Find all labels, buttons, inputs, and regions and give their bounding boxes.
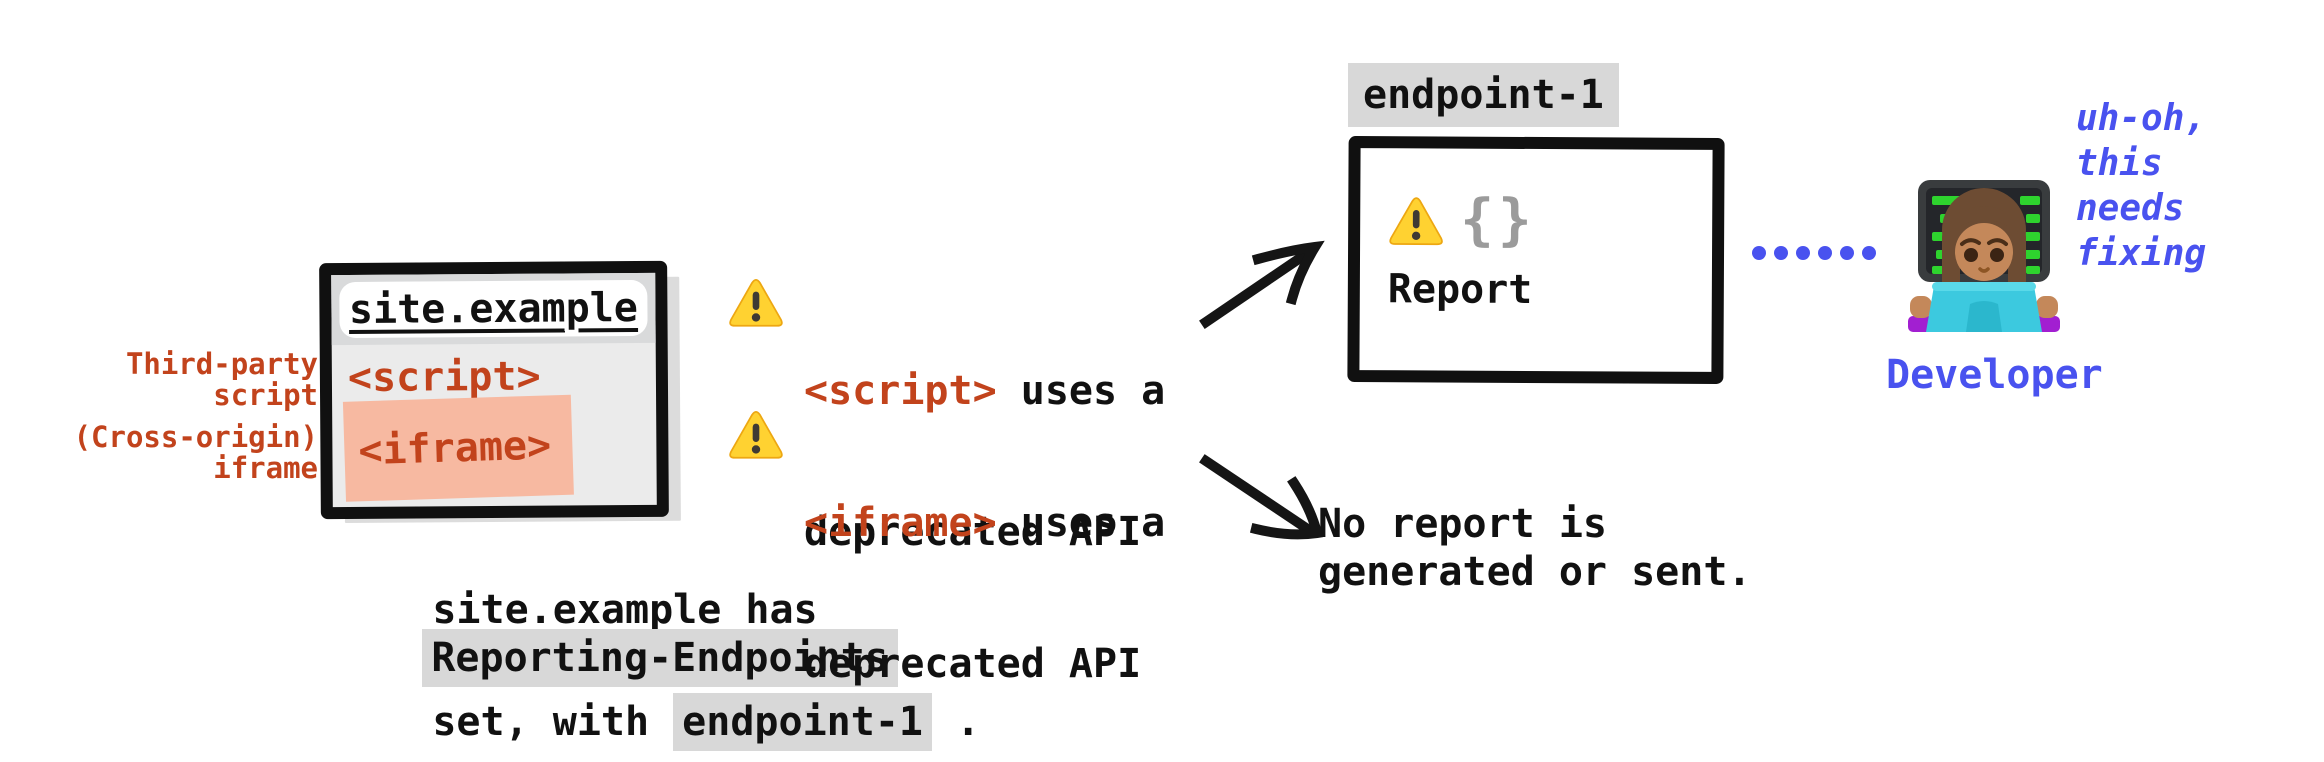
caption-line-2: Reporting-Endpoints <box>326 589 898 727</box>
warning-script-line2: deprecated API <box>804 509 1142 555</box>
warning-icon <box>1388 194 1444 248</box>
caption-has: has <box>721 587 818 633</box>
report-icons: {} <box>1388 187 1536 253</box>
third-party-script-label: Third-party script <box>38 349 318 411</box>
endpoint-box: {} Report <box>1347 136 1725 384</box>
warning-script-tag: <script> <box>804 368 997 414</box>
developer-label: Developer <box>1886 352 2103 398</box>
cross-origin-label-line1: (Cross-origin) <box>73 420 318 454</box>
cross-origin-label-line2: iframe <box>213 451 318 485</box>
iframe-warning-text: <iframe> uses a deprecated API <box>804 406 1165 762</box>
dot <box>1752 246 1766 260</box>
warning-icon <box>728 408 784 462</box>
endpoint-1-label: endpoint-1 <box>1348 63 1619 127</box>
caption-set-with: set, with <box>432 699 674 745</box>
dot <box>1862 246 1876 260</box>
no-report-line1: No report is <box>1318 501 1607 547</box>
no-report-line2: generated or sent. <box>1318 549 1752 595</box>
json-braces-icon: {} <box>1460 187 1536 253</box>
dot <box>1774 246 1788 260</box>
reporting-endpoints-code: Reporting-Endpoints <box>422 629 898 687</box>
developer-technologist-emoji <box>1900 170 2068 338</box>
warning-script-rest: uses a <box>996 368 1166 414</box>
third-party-label-line1: Third-party <box>125 347 318 381</box>
caption-site-url: site.example <box>432 587 722 633</box>
warning-iframe-line2: deprecated API <box>804 641 1142 687</box>
iframe-warning-row: <iframe> uses a deprecated API <box>728 406 1165 762</box>
warning-iframe-tag: <iframe> <box>804 500 997 546</box>
thought-line1: uh-oh, <box>2076 98 2207 139</box>
warning-iframe-rest: uses a <box>996 500 1166 546</box>
endpoint-1-code: endpoint-1 <box>673 693 932 751</box>
thought-line3: needs <box>2076 188 2185 229</box>
cross-origin-iframe-label: (Cross-origin) iframe <box>38 422 318 484</box>
script-warning-row: <script> uses a deprecated API <box>728 274 1165 650</box>
thought-line2: this <box>2076 143 2163 184</box>
third-party-label-line2: script <box>213 378 318 412</box>
dotted-connector <box>1752 246 1876 260</box>
script-warning-text: <script> uses a deprecated API <box>804 274 1165 650</box>
arrow-to-no-report <box>1199 454 1316 537</box>
no-report-text: No report is generated or sent. <box>1318 500 1751 596</box>
developer-thought: uh-oh, this needs fixing <box>2076 96 2206 276</box>
arrow-to-endpoint <box>1199 245 1316 329</box>
warning-icon <box>728 276 784 330</box>
caption-line-3: set, with endpoint-1 . <box>336 653 980 762</box>
report-label: Report <box>1387 266 1533 313</box>
dot <box>1818 246 1832 260</box>
thought-line4: fixing <box>2076 233 2207 274</box>
caption-period: . <box>931 699 981 745</box>
caption-line-1: site.example has <box>336 541 818 679</box>
dot <box>1796 246 1810 260</box>
dot <box>1840 246 1854 260</box>
